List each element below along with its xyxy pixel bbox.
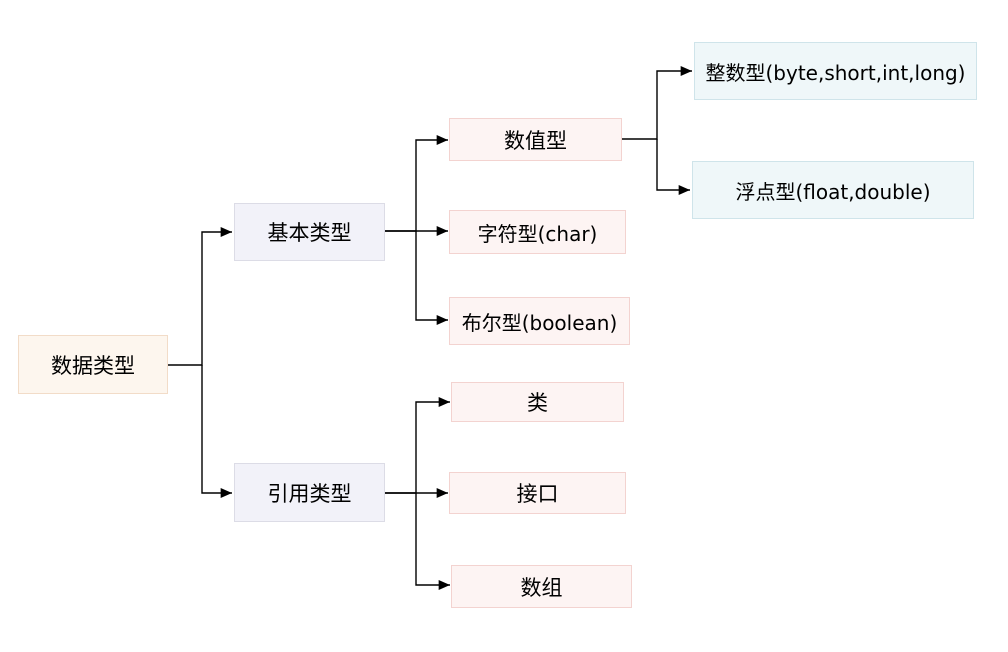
- edge-root-basic: [168, 226, 232, 366]
- edge-numeric-float: [656, 139, 690, 196]
- node-float: 浮点型(float,double): [692, 161, 974, 219]
- edge-reference-array: [415, 493, 450, 591]
- edge-root-reference: [201, 365, 232, 499]
- edge-numeric-integer: [622, 65, 692, 140]
- edge-basic-numeric: [385, 134, 448, 232]
- node-reference-types: 引用类型: [234, 463, 385, 522]
- edge-reference-class: [385, 396, 450, 494]
- node-basic-types: 基本类型: [234, 203, 385, 261]
- node-data-types: 数据类型: [18, 335, 168, 394]
- edge-basic-boolean: [415, 231, 448, 326]
- node-interface: 接口: [449, 472, 626, 514]
- node-class: 类: [451, 382, 624, 422]
- node-numeric: 数值型: [449, 118, 622, 161]
- node-integer: 整数型(byte,short,int,long): [694, 42, 977, 100]
- node-array: 数组: [451, 565, 632, 608]
- node-char: 字符型(char): [449, 210, 626, 254]
- node-boolean: 布尔型(boolean): [449, 297, 630, 345]
